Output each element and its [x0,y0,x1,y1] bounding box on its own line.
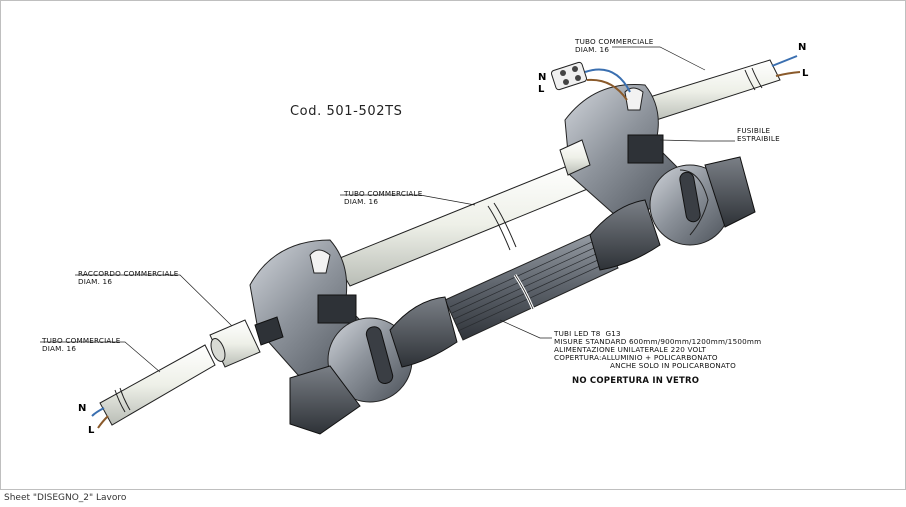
spec-line-4: COPERTURA:ALLUMINIO + POLICARBONATO [554,353,718,362]
left-conduit [99,344,216,426]
label-tubo-left-2: DIAM. 16 [42,344,77,353]
label-raccordo-2: DIAM. 16 [78,277,113,286]
label-tubo-mid-1: TUBO COMMERCIALE [344,189,423,198]
left-coupling [209,316,284,368]
no-glass-note: NO COPERTURA IN VETRO [572,376,700,386]
wire-marker-l-top-right: L [802,68,809,79]
technical-drawing [40,46,801,435]
spec-line-2: MISURE STANDARD 600mm/900mm/1200mm/1500m… [554,337,762,346]
spec-line-5: ANCHE SOLO IN POLICARBONATO [610,361,736,370]
bottom-left-wires [91,407,109,429]
right-fixture [559,83,756,271]
sheet-status-bar: Sheet "DISEGNO_2" Lavoro [4,493,127,503]
wire-marker-n-connector: N [538,72,547,83]
product-code: Cod. 501-502TS [290,104,403,119]
label-tubo-top-2: DIAM. 16 [575,45,610,54]
label-fusibile-1: FUSIBILE [737,126,771,135]
wire-marker-l-bottom-left: L [88,425,95,436]
wire-marker-n-top-right: N [798,42,807,53]
spec-line-1: TUBI LED T8 G13 [554,329,621,338]
top-right-conduit [639,59,781,123]
left-fixture [249,239,458,435]
wire-marker-n-bottom-left: N [78,403,87,414]
label-tubo-mid-2: DIAM. 16 [344,197,379,206]
label-tubo-top-1: TUBO COMMERCIALE [575,37,654,46]
top-right-wires [771,55,801,77]
spec-line-3: ALIMENTAZIONE UNILATERALE 220 VOLT [554,345,707,354]
label-fusibile-2: ESTRAIBILE [737,134,780,143]
leader-lines [40,46,735,373]
led-tube-body [444,229,619,341]
label-tubo-left-1: TUBO COMMERCIALE [42,336,121,345]
wire-marker-l-connector: L [538,84,545,95]
wire-connector [550,61,631,101]
label-raccordo-1: RACCORDO COMMERCIALE [78,269,179,278]
